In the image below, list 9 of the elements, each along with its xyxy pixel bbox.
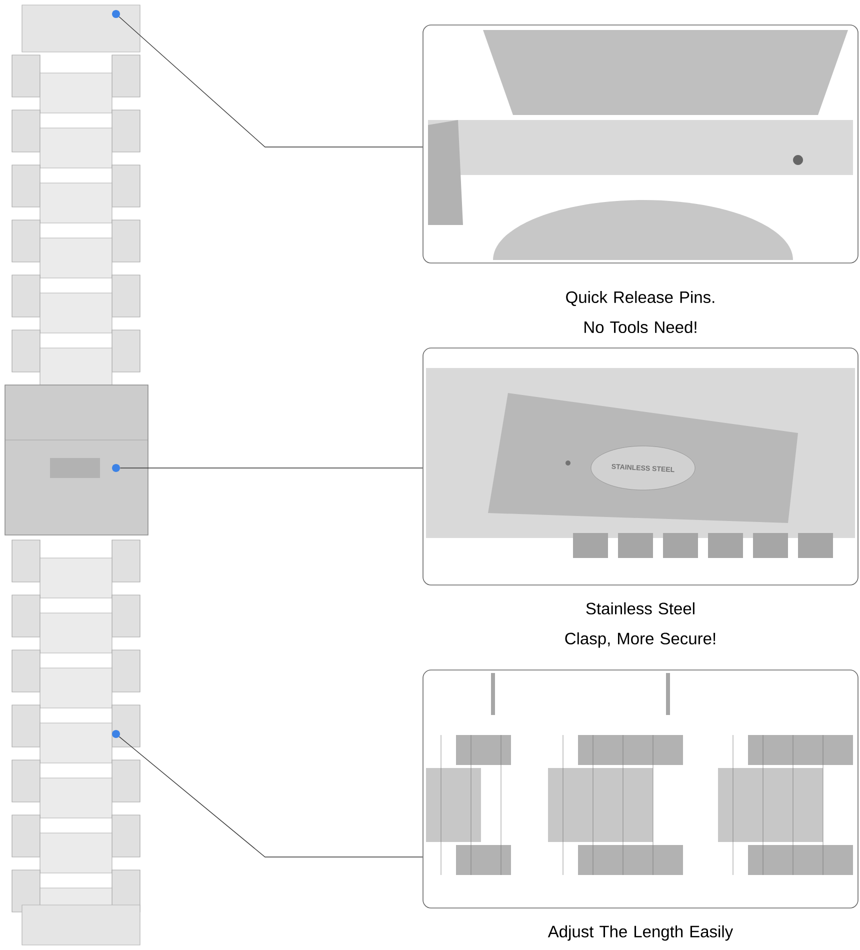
panel-label: Quick Release Pins. No Tools Need! — [566, 290, 714, 334]
leader-line — [118, 16, 423, 148]
marker-dot — [112, 10, 120, 18]
marker-dot — [112, 730, 120, 738]
marker-dot — [112, 464, 120, 472]
watch-band-drawing — [4, 4, 148, 946]
panel-label: Stainless Steel Clasp, More Secure! — [565, 602, 716, 648]
panel-label: Adjust The Length Easily — [548, 925, 734, 941]
leader-line — [118, 736, 423, 858]
